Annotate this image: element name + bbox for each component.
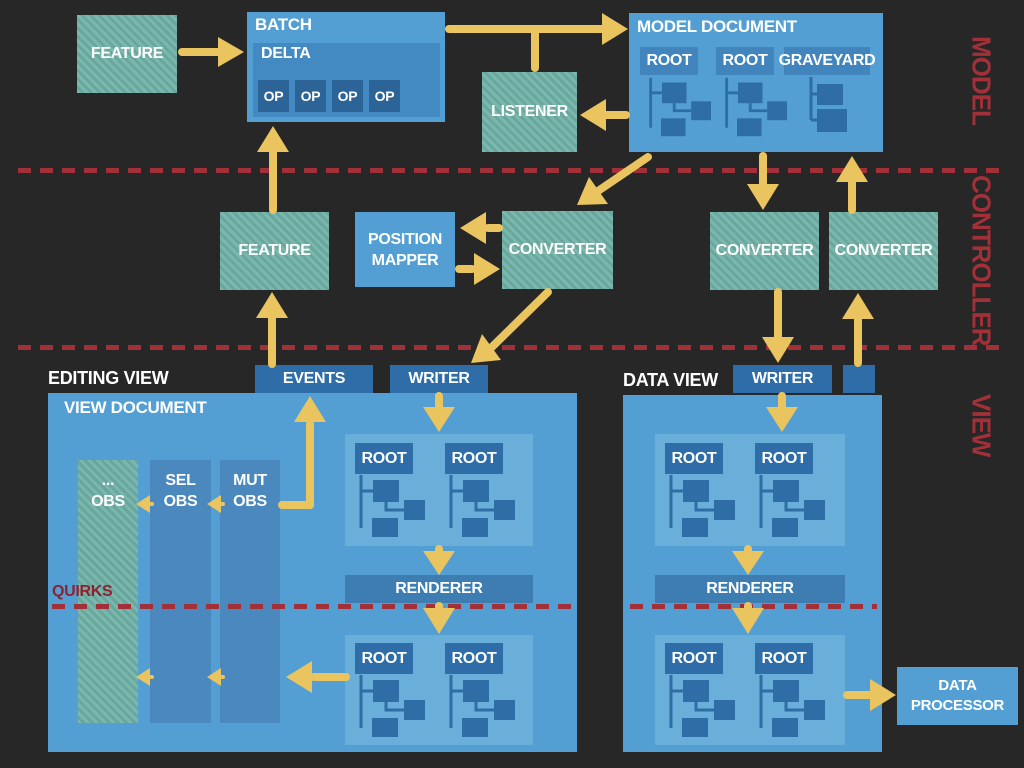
- root-tab: ROOT: [755, 443, 813, 474]
- converter-box-mid: CONVERTER: [502, 211, 613, 289]
- converter-label: CONVERTER: [508, 241, 607, 258]
- root-label: ROOT: [451, 649, 497, 667]
- data-view-title: DATA VIEW: [623, 370, 718, 390]
- events-label: EVENTS: [282, 370, 346, 387]
- quirks-divider-editing: [52, 604, 573, 609]
- tree-icon: [359, 674, 425, 738]
- root-label: ROOT: [671, 449, 717, 467]
- tree-icon: [669, 674, 735, 738]
- writer-label: WRITER: [408, 370, 470, 387]
- delta-box: DELTA OP OP OP OP: [253, 43, 440, 117]
- tree-icon: [649, 76, 711, 138]
- tree-icon: [759, 674, 825, 738]
- quirks-divider-data: [630, 604, 877, 609]
- root-label: ROOT: [761, 649, 807, 667]
- writer-label: WRITER: [751, 370, 814, 387]
- tree-icon: [669, 474, 735, 538]
- op-box: OP: [258, 80, 289, 112]
- root-label: ROOT: [671, 649, 717, 667]
- feature-box-controller: FEATURE: [220, 212, 329, 290]
- op-box: OP: [295, 80, 326, 112]
- batch-box: BATCH DELTA OP OP OP OP: [247, 12, 445, 122]
- delta-label: DELTA: [261, 45, 311, 62]
- root-label: ROOT: [451, 449, 497, 467]
- observer-column-other: ...OBS: [78, 460, 138, 723]
- events-tab: EVENTS: [255, 365, 373, 393]
- observer-label: ...OBS: [91, 472, 125, 510]
- unlabeled-tab-data: [843, 365, 875, 393]
- controller-view-divider: [18, 345, 1008, 350]
- root-tab: ROOT: [445, 443, 503, 474]
- zone-label-view: VIEW: [966, 393, 997, 457]
- renderer-bar-data: RENDERER: [655, 575, 845, 603]
- batch-label: BATCH: [255, 15, 312, 34]
- zone-label-model: MODEL: [966, 35, 997, 125]
- writer-tab-editing: WRITER: [390, 365, 488, 393]
- root-tab: ROOT: [755, 643, 813, 674]
- tree-icon: [359, 474, 425, 538]
- model-controller-divider: [18, 168, 1008, 173]
- converter-label: CONVERTER: [715, 242, 814, 259]
- root-label: ROOT: [361, 649, 407, 667]
- model-root-tab: ROOT: [716, 47, 774, 75]
- converter-label: CONVERTER: [834, 242, 933, 259]
- op-box: OP: [332, 80, 363, 112]
- root-tab: ROOT: [355, 643, 413, 674]
- quirks-label: QUIRKS: [52, 583, 113, 600]
- tree-icon: [725, 76, 787, 138]
- converter-box-down: CONVERTER: [710, 212, 819, 290]
- renderer-label: RENDERER: [706, 580, 794, 597]
- renderer-bar-editing: RENDERER: [345, 575, 533, 603]
- feature-label: FEATURE: [90, 45, 164, 62]
- data-view-box: ROOT ROOT RENDERER ROOT ROOT: [623, 395, 882, 752]
- graveyard-label: GRAVEYARD: [778, 52, 876, 69]
- root-label: ROOT: [646, 52, 692, 69]
- graveyard-tree-icon: [809, 76, 849, 134]
- root-tab: ROOT: [665, 643, 723, 674]
- feature-box-model: FEATURE: [77, 15, 177, 93]
- view-document-label: VIEW DOCUMENT: [64, 398, 207, 417]
- tree-icon: [449, 474, 515, 538]
- model-document-label: MODEL DOCUMENT: [637, 17, 797, 36]
- root-label: ROOT: [722, 52, 768, 69]
- converter-box-up: CONVERTER: [829, 212, 938, 290]
- zone-label-controller: CONTROLLER: [966, 174, 997, 346]
- op-box: OP: [369, 80, 400, 112]
- root-tab: ROOT: [445, 643, 503, 674]
- model-graveyard-tab: GRAVEYARD: [779, 47, 876, 75]
- root-label: ROOT: [361, 449, 407, 467]
- model-root-tab: ROOT: [640, 47, 698, 75]
- writer-tab-data: WRITER: [733, 365, 832, 393]
- editing-view-title: EDITING VIEW: [48, 368, 169, 388]
- listener-label: LISTENER: [491, 103, 568, 120]
- listener-box: LISTENER: [482, 72, 577, 152]
- root-tab: ROOT: [355, 443, 413, 474]
- feature-label: FEATURE: [238, 242, 311, 259]
- tree-icon: [759, 474, 825, 538]
- root-label: ROOT: [761, 449, 807, 467]
- tree-icon: [449, 674, 515, 738]
- root-tab: ROOT: [665, 443, 723, 474]
- renderer-label: RENDERER: [395, 580, 483, 597]
- op-row: OP OP OP OP: [258, 80, 400, 112]
